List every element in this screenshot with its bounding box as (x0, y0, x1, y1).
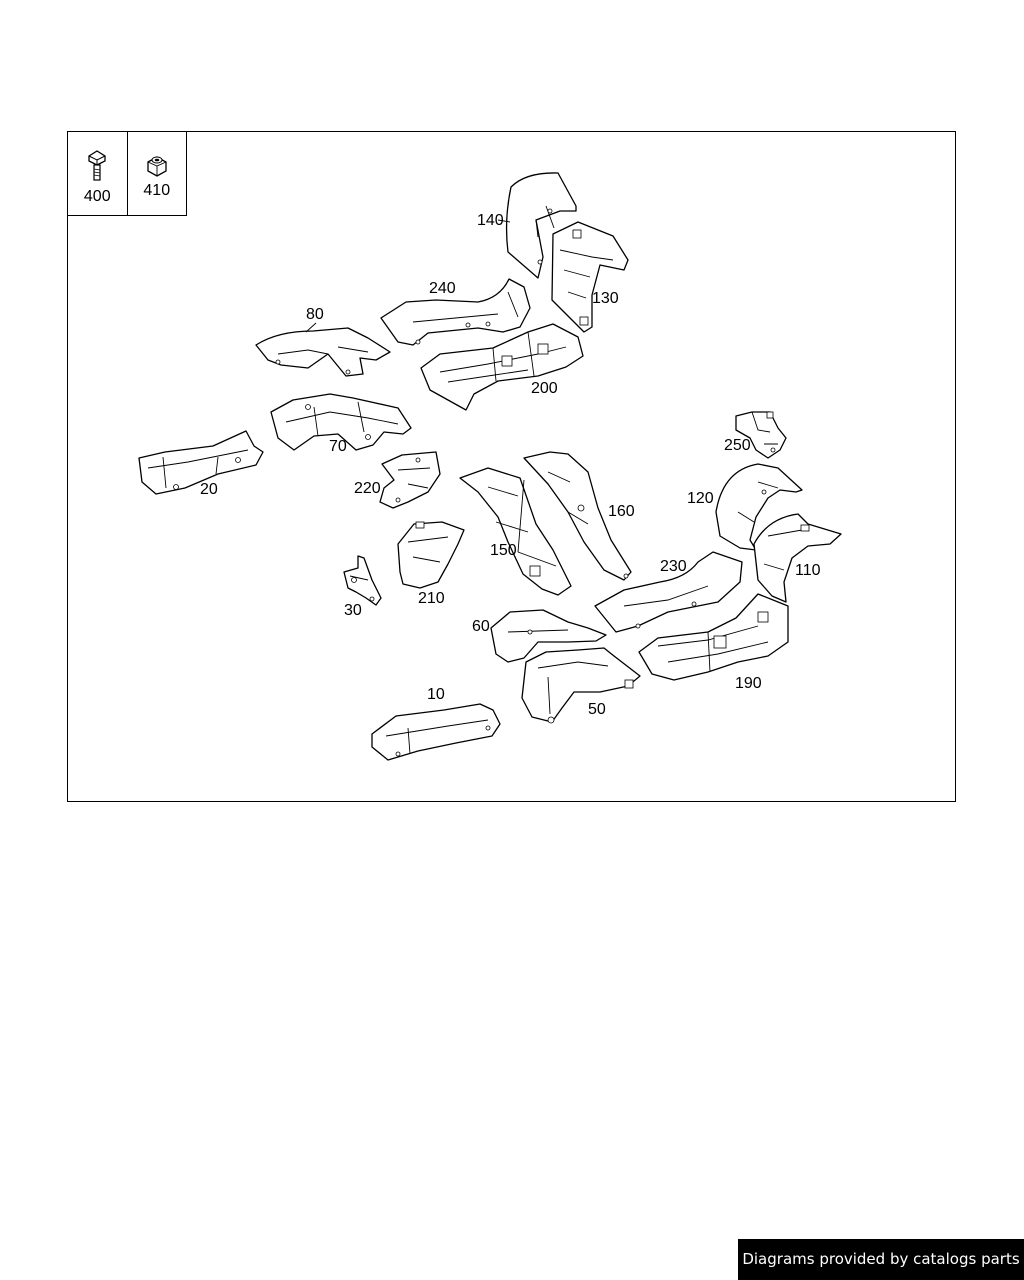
part-240-shield[interactable] (380, 278, 531, 346)
part-160-shield[interactable] (523, 451, 632, 581)
legend-cell-nut[interactable]: 410 (126, 132, 187, 215)
part-110-shield[interactable] (753, 513, 842, 603)
callout-120[interactable]: 120 (687, 490, 714, 507)
callout-160[interactable]: 160 (608, 503, 635, 520)
part-200-tunnel[interactable] (420, 323, 584, 411)
callout-30[interactable]: 30 (344, 602, 362, 619)
callout-60[interactable]: 60 (472, 618, 490, 635)
part-30-bracket[interactable] (343, 555, 382, 606)
callout-240[interactable]: 240 (429, 280, 456, 297)
part-10-shield[interactable] (371, 703, 501, 761)
callout-150[interactable]: 150 (490, 542, 517, 559)
callout-230[interactable]: 230 (660, 558, 687, 575)
fastener-legend: 400 410 (68, 132, 187, 216)
diagram-frame: 400 410 140 130 (67, 131, 956, 802)
callout-190[interactable]: 190 (735, 675, 762, 692)
callout-250[interactable]: 250 (724, 437, 751, 454)
part-220-shield[interactable] (379, 451, 441, 509)
part-230-shield[interactable] (594, 551, 743, 633)
bolt-icon (88, 150, 106, 181)
nut-icon (147, 156, 167, 177)
callout-200[interactable]: 200 (531, 380, 558, 397)
part-60-shield[interactable] (490, 609, 607, 663)
part-150-tunnel[interactable] (459, 467, 572, 596)
part-120-shield[interactable] (715, 463, 803, 551)
part-70-shield[interactable] (270, 393, 412, 451)
part-140-shield[interactable] (505, 172, 577, 279)
footer-credit: Diagrams provided by catalogs parts (738, 1239, 1024, 1280)
legend-number-400: 400 (83, 188, 111, 205)
callout-70[interactable]: 70 (329, 438, 347, 455)
callout-20[interactable]: 20 (200, 481, 218, 498)
part-20-shield[interactable] (138, 430, 264, 495)
callout-80[interactable]: 80 (306, 306, 324, 323)
part-250-bracket[interactable] (735, 411, 787, 459)
part-80-shield[interactable] (255, 327, 391, 377)
exploded-parts-diagram: 140 130 240 80 200 (138, 172, 842, 761)
part-130-shield[interactable] (551, 221, 629, 333)
callout-210[interactable]: 210 (418, 590, 445, 607)
callout-50[interactable]: 50 (588, 701, 606, 718)
part-50-shield[interactable] (521, 647, 641, 724)
legend-cell-bolt[interactable]: 400 (68, 132, 127, 215)
callout-130[interactable]: 130 (592, 290, 619, 307)
callout-220[interactable]: 220 (354, 480, 381, 497)
legend-number-410: 410 (143, 182, 171, 199)
callout-110[interactable]: 110 (795, 562, 821, 579)
part-210-shield[interactable] (397, 521, 465, 589)
callout-140[interactable]: 140 (477, 212, 504, 229)
callout-10[interactable]: 10 (427, 686, 445, 703)
part-190-tunnel[interactable] (638, 593, 789, 681)
